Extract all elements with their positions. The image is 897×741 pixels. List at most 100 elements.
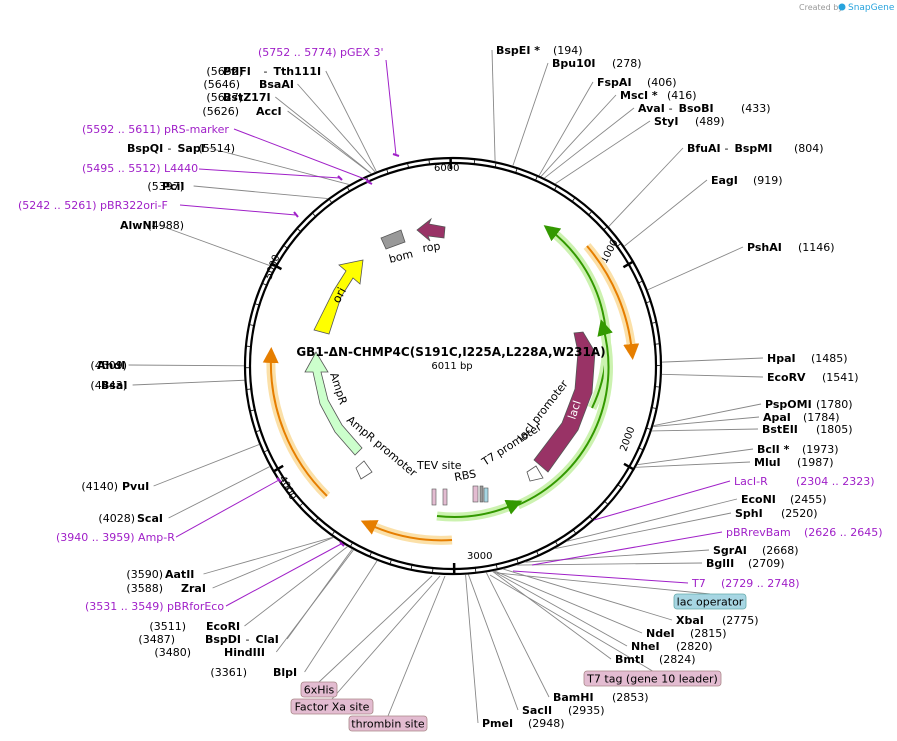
ampr-promoter-feature[interactable] xyxy=(355,460,373,480)
minor-tick xyxy=(255,303,261,306)
primer-leader xyxy=(179,204,297,216)
leader-lines xyxy=(128,49,764,724)
site-leader xyxy=(651,428,759,432)
feature-badge[interactable] xyxy=(348,715,428,732)
site-label-left: BspQI xyxy=(127,142,163,155)
primer-leader xyxy=(175,479,280,538)
site-leader xyxy=(637,448,754,466)
orf-arc-1 xyxy=(586,245,640,360)
site-position: (2775) xyxy=(722,614,759,627)
primer-leader xyxy=(531,531,723,566)
site-position: (2948) xyxy=(528,717,565,730)
site-position: (1973) xyxy=(802,443,839,456)
laci-promoter-feature[interactable] xyxy=(526,465,544,482)
orf-arc-6 xyxy=(436,499,523,518)
site-label-right: BmtI xyxy=(615,653,644,666)
feature-badge-label: 6xHis xyxy=(304,684,335,697)
site-position: (1805) xyxy=(816,423,853,436)
minor-tick xyxy=(645,427,651,430)
site-leader xyxy=(132,379,245,386)
minor-tick xyxy=(347,187,351,193)
site-label-right: EcoNI xyxy=(741,493,776,506)
primer-leader xyxy=(233,128,371,182)
site-position: (489) xyxy=(695,115,725,128)
site-separator: - xyxy=(168,142,172,155)
site-position: (4988) xyxy=(147,219,184,232)
site-position: (2820) xyxy=(676,640,713,653)
site-label-left: EcoRI xyxy=(206,620,240,633)
site-label-right: BamHI xyxy=(553,691,594,704)
ori-feature[interactable] xyxy=(313,259,364,335)
site-label-right: SgrAI xyxy=(713,544,747,557)
primer-label: (3531 .. 3549) pBRforEco xyxy=(85,600,224,613)
primer-label: (5495 .. 5512) L4440 xyxy=(82,162,198,175)
minor-tick xyxy=(299,501,305,506)
right-site-labels: BspEI *(194)Bpu10I(278)FspAI(406)MscI *(… xyxy=(482,44,859,730)
site-label-right: EcoRV xyxy=(767,371,806,384)
site-leader xyxy=(502,568,673,621)
site-position: (278) xyxy=(612,57,642,70)
minor-tick xyxy=(474,566,477,572)
ampr-label: AmpR xyxy=(327,371,350,407)
minor-tick xyxy=(644,301,650,304)
minor-tick xyxy=(250,324,256,327)
site-label-right: PspOMI xyxy=(765,398,812,411)
minor-tick xyxy=(637,281,643,284)
site-position: (2853) xyxy=(612,691,649,704)
minor-tick xyxy=(297,228,302,233)
orf-arc-3 xyxy=(360,520,453,542)
minor-tick xyxy=(516,557,519,563)
snapgene-logo: SnapGene xyxy=(838,3,895,13)
site-leader xyxy=(512,62,549,166)
feature-badge[interactable] xyxy=(583,670,722,687)
site-label-left: PvuI xyxy=(122,480,149,493)
site-position: (3480) xyxy=(154,646,191,659)
site-label-right: StyI xyxy=(654,115,678,128)
minor-tick xyxy=(428,160,431,166)
site-position: (3487) xyxy=(138,633,175,646)
primer-label: (5752 .. 5774) pGEX 3' xyxy=(258,46,384,59)
feature-badge[interactable] xyxy=(290,698,374,715)
site-label-right: EagI xyxy=(711,174,738,187)
site-leader xyxy=(244,546,348,627)
site-label-left: Tth111I xyxy=(274,65,322,78)
minor-tick xyxy=(615,243,621,248)
site-leader xyxy=(491,49,496,162)
site-leader xyxy=(467,574,519,711)
ampr-feature[interactable] xyxy=(304,351,363,456)
tick-mark xyxy=(270,262,283,271)
bom-feature[interactable] xyxy=(380,229,406,250)
site-separator: - xyxy=(264,65,268,78)
feature-badge-label: Factor Xa site xyxy=(295,701,370,714)
site-label-left: HindIII xyxy=(224,646,265,659)
minor-tick xyxy=(262,283,268,286)
badge-leader xyxy=(489,574,653,672)
minor-tick xyxy=(653,386,659,388)
site-label-left: ClaI xyxy=(256,633,279,646)
site-leader xyxy=(661,357,764,363)
site-label-left: ScaI xyxy=(137,512,163,525)
site-label-left: BsaAI xyxy=(259,78,294,91)
site-leader xyxy=(516,562,703,566)
site-position: (4140) xyxy=(81,480,118,493)
laci-feature[interactable] xyxy=(533,331,596,473)
site-leader xyxy=(540,94,617,177)
site-label-right: Bpu10I xyxy=(552,57,596,70)
feature-badge[interactable] xyxy=(673,593,747,610)
feature-badge[interactable] xyxy=(300,681,338,698)
site-position: (406) xyxy=(647,76,677,89)
rop-feature[interactable] xyxy=(416,217,446,242)
minor-tick xyxy=(616,483,622,488)
site-position: (1146) xyxy=(798,241,835,254)
site-label-right: ApaI xyxy=(763,411,791,424)
site-separator: - xyxy=(246,633,250,646)
site-label-right: BspEI * xyxy=(496,44,540,57)
site-leader xyxy=(485,572,550,698)
orf-arc-2 xyxy=(262,347,328,497)
minor-tick xyxy=(572,528,576,534)
site-leader xyxy=(492,570,612,660)
minor-tick xyxy=(602,226,607,231)
site-label-left: SapI xyxy=(178,142,205,155)
tick-label: 2000 xyxy=(618,425,637,453)
